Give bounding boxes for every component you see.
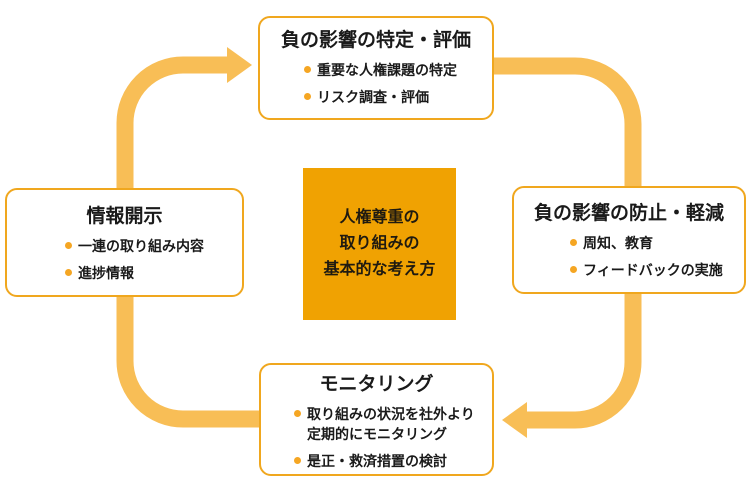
- arrow-identify-to-prevent: [490, 57, 642, 190]
- bullet-icon: [294, 410, 301, 417]
- arrowhead-right-icon: [227, 47, 252, 83]
- bullet-item: 周知、教育: [570, 233, 744, 253]
- center-concept-box: 人権尊重の 取り組みの 基本的な考え方: [303, 168, 456, 320]
- arrow-prevent-to-monitor: [526, 290, 642, 429]
- bullet-text: 是正・救済措置の検討: [307, 453, 447, 469]
- arrow-disclose-to-identify: [116, 56, 228, 192]
- bullet-list: 重要な人権課題の特定 リスク調査・評価: [304, 60, 492, 107]
- box-prevent-mitigate: 負の影響の防止・軽減 周知、教育 フィードバックの実施: [512, 186, 746, 294]
- bullet-item: 是正・救済措置の検討: [294, 451, 492, 471]
- bullet-text: フィードバックの実施: [583, 262, 723, 278]
- bullet-item: 一連の取り組み内容: [65, 236, 242, 256]
- arrow-monitor-to-disclose: [116, 292, 264, 428]
- bullet-icon: [570, 266, 577, 273]
- bullet-text: リスク調査・評価: [317, 89, 429, 105]
- box-title: 負の影響の特定・評価: [280, 30, 471, 51]
- bullet-list: 取り組みの状況を社外より 定期的にモニタリング 是正・救済措置の検討: [294, 404, 492, 471]
- bullet-list: 一連の取り組み内容 進捗情報: [65, 236, 242, 283]
- arrowhead-left-icon: [502, 402, 527, 438]
- bullet-text: 取り組みの状況を社外より 定期的にモニタリング: [307, 406, 475, 442]
- bullet-icon: [294, 457, 301, 464]
- box-identify-assess: 負の影響の特定・評価 重要な人権課題の特定 リスク調査・評価: [258, 16, 494, 120]
- bullet-list: 周知、教育 フィードバックの実施: [570, 233, 744, 280]
- bullet-text: 一連の取り組み内容: [78, 238, 204, 254]
- bullet-item: 重要な人権課題の特定: [304, 60, 492, 80]
- center-concept-label: 人権尊重の 取り組みの 基本的な考え方: [323, 209, 436, 278]
- bullet-text: 重要な人権課題の特定: [317, 62, 457, 78]
- box-disclosure: 情報開示 一連の取り組み内容 進捗情報: [5, 188, 244, 297]
- box-title: 情報開示: [86, 206, 163, 227]
- bullet-text: 進捗情報: [78, 265, 134, 281]
- bullet-item: フィードバックの実施: [570, 260, 744, 280]
- bullet-item: リスク調査・評価: [304, 87, 492, 107]
- box-monitoring: モニタリング 取り組みの状況を社外より 定期的にモニタリング 是正・救済措置の検…: [259, 363, 494, 476]
- bullet-icon: [304, 93, 311, 100]
- box-title: モニタリング: [319, 374, 434, 395]
- bullet-icon: [570, 239, 577, 246]
- bullet-icon: [65, 269, 72, 276]
- bullet-item: 進捗情報: [65, 263, 242, 283]
- bullet-icon: [304, 66, 311, 73]
- bullet-item: 取り組みの状況を社外より 定期的にモニタリング: [294, 404, 492, 444]
- bullet-icon: [65, 242, 72, 249]
- bullet-text: 周知、教育: [583, 235, 653, 251]
- box-title: 負の影響の防止・軽減: [533, 203, 724, 224]
